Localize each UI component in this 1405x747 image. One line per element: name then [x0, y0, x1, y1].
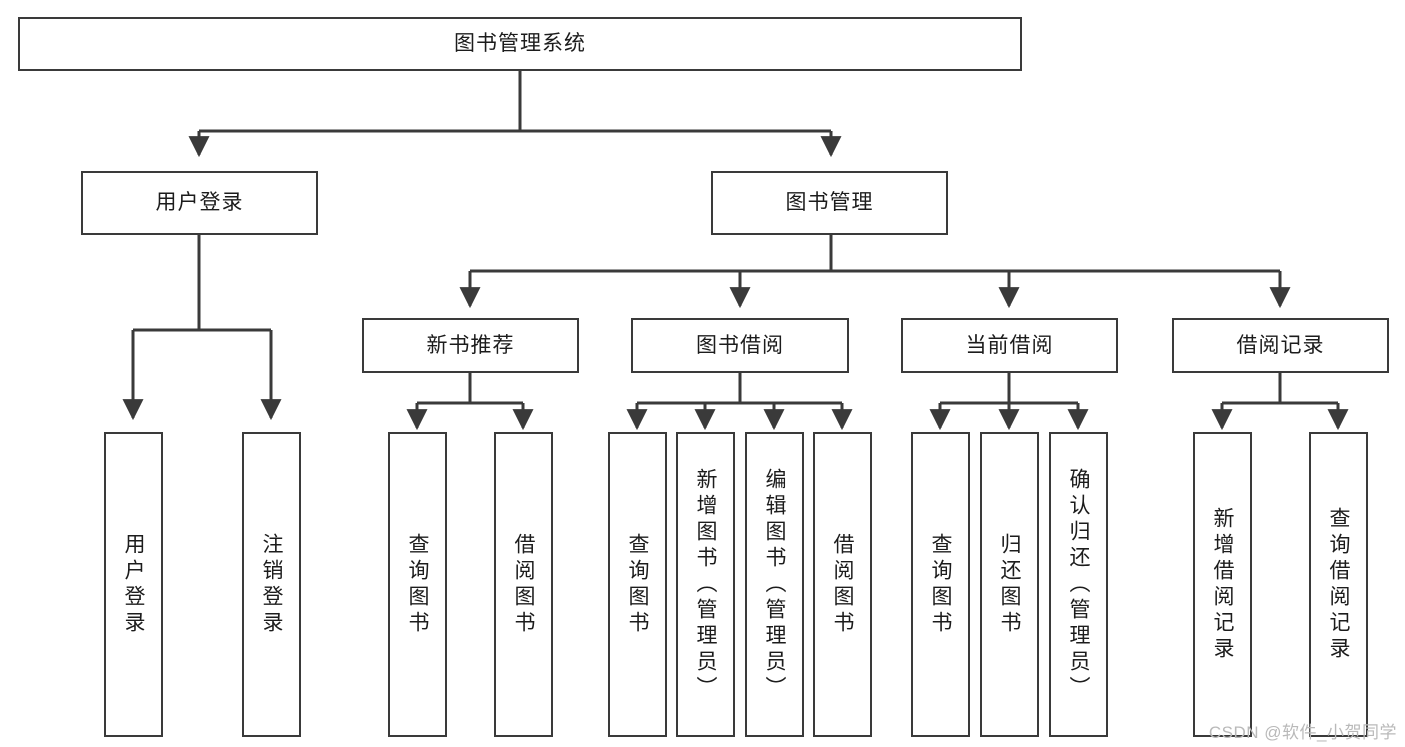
node-label: 新增借阅记录 — [1211, 506, 1234, 663]
leaf-borrow-book[interactable]: 借阅图书 — [813, 432, 872, 737]
node-label: 用户登录 — [155, 191, 244, 215]
node-new-book-recommend[interactable]: 新书推荐 — [362, 318, 579, 373]
node-label: 新书推荐 — [426, 333, 515, 357]
node-label: 借阅图书 — [831, 532, 854, 637]
leaf-return-book[interactable]: 归还图书 — [980, 432, 1039, 737]
leaf-confirm-return-admin[interactable]: 确认归还（管理员） — [1049, 432, 1108, 737]
node-label: 借阅图书 — [512, 532, 535, 637]
leaf-query-borrow-record[interactable]: 查询借阅记录 — [1309, 432, 1368, 737]
node-label: 图书管理系统 — [454, 32, 586, 56]
node-user-login[interactable]: 用户登录 — [81, 171, 318, 235]
node-label: 查询图书 — [626, 532, 649, 637]
node-root-book-management-system[interactable]: 图书管理系统 — [18, 17, 1022, 71]
watermark-text: CSDN @软件_小贺同学 — [1208, 723, 1397, 742]
node-label: 确认归还（管理员） — [1067, 467, 1090, 702]
node-label: 注销登录 — [260, 532, 283, 637]
leaf-edit-book-admin[interactable]: 编辑图书（管理员） — [745, 432, 804, 737]
node-label: 用户登录 — [122, 532, 145, 637]
leaf-user-login[interactable]: 用户登录 — [104, 432, 163, 737]
node-label: 图书借阅 — [696, 333, 784, 357]
leaf-logout-login[interactable]: 注销登录 — [242, 432, 301, 737]
leaf-query-book-borrow[interactable]: 查询图书 — [608, 432, 667, 737]
node-label: 查询图书 — [406, 532, 429, 637]
node-label: 当前借阅 — [965, 333, 1054, 357]
node-book-borrow[interactable]: 图书借阅 — [631, 318, 849, 373]
node-label: 编辑图书（管理员） — [763, 467, 786, 702]
node-label: 查询图书 — [929, 532, 952, 637]
leaf-add-borrow-record[interactable]: 新增借阅记录 — [1193, 432, 1252, 737]
leaf-add-book-admin[interactable]: 新增图书（管理员） — [676, 432, 735, 737]
node-label: 借阅记录 — [1236, 333, 1325, 357]
node-borrow-record[interactable]: 借阅记录 — [1172, 318, 1389, 373]
node-book-management[interactable]: 图书管理 — [711, 171, 948, 235]
leaf-query-book-recommend[interactable]: 查询图书 — [388, 432, 447, 737]
leaf-query-book-current[interactable]: 查询图书 — [911, 432, 970, 737]
node-label: 归还图书 — [998, 532, 1021, 637]
node-label: 新增图书（管理员） — [694, 467, 717, 702]
node-label: 图书管理 — [785, 191, 874, 215]
leaf-borrow-book-recommend[interactable]: 借阅图书 — [494, 432, 553, 737]
node-current-borrow[interactable]: 当前借阅 — [901, 318, 1118, 373]
node-label: 查询借阅记录 — [1327, 506, 1350, 663]
